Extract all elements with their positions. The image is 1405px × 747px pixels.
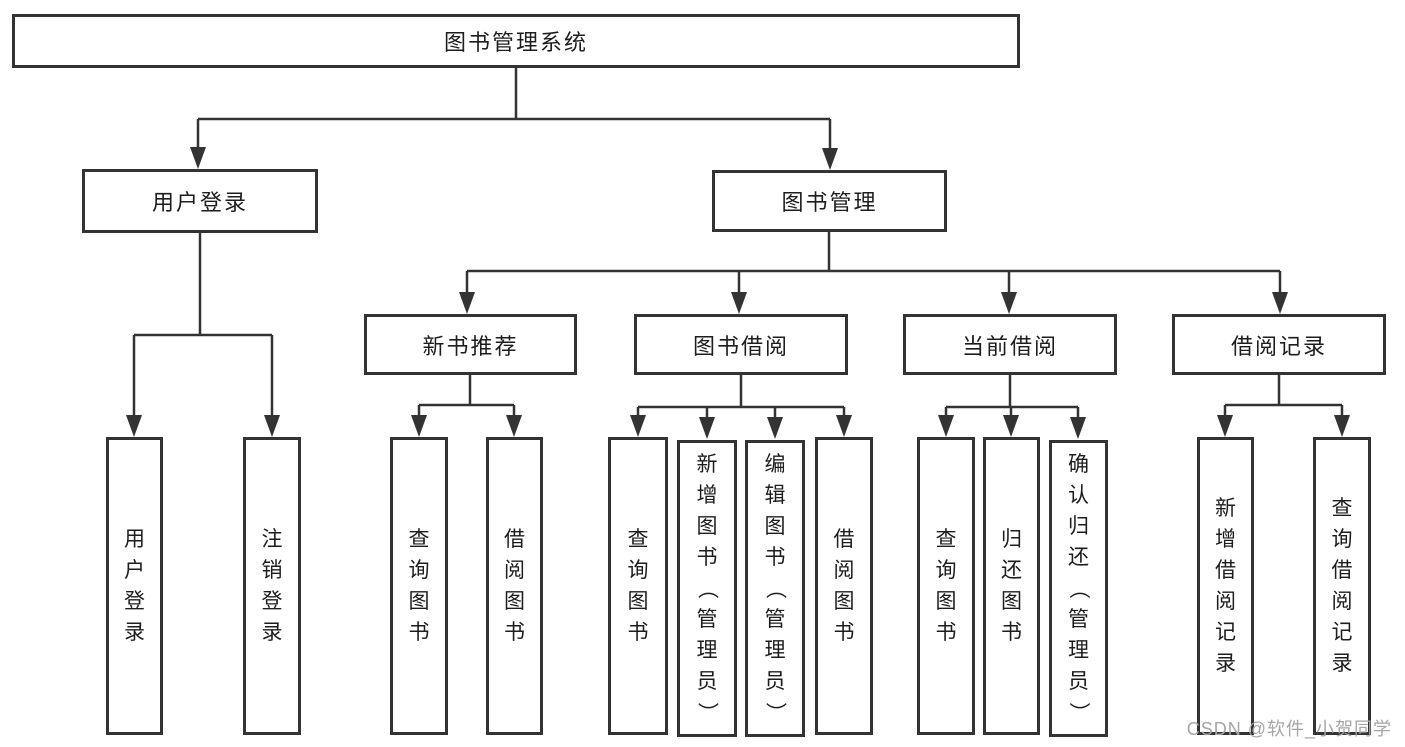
vertical-char: 图 [935, 590, 957, 613]
vertical-char: 增 [696, 484, 718, 507]
vertical-char: 阅 [504, 559, 525, 582]
vertical-char: 录 [124, 621, 145, 644]
vertical-char: 理 [696, 639, 718, 662]
vertical-char: 询 [627, 559, 649, 582]
vertical-char: 图 [504, 590, 525, 613]
node-book-management: 图书管理 [712, 170, 947, 232]
vertical-char: 书 [764, 546, 786, 569]
node-user-login: 用户登录 [82, 169, 318, 233]
node-book-borrow: 图书借阅 [634, 314, 848, 375]
node-current-borrow: 当前借阅 [903, 314, 1117, 375]
vertical-char: 查 [935, 528, 957, 551]
vertical-char: 书 [833, 621, 855, 644]
vertical-char: 图 [627, 590, 649, 613]
leaf-logout: 注销登录 [243, 437, 301, 735]
vertical-char: 图 [1001, 590, 1022, 613]
vertical-char: 图 [696, 515, 718, 538]
vertical-char: 登 [261, 590, 283, 613]
leaf-query-books-current: 查询图书 [917, 437, 975, 735]
node-borrow-records: 借阅记录 [1172, 314, 1386, 375]
vertical-char: 图 [764, 515, 786, 538]
leaf-query-books-recommend: 查询图书 [390, 437, 448, 735]
vertical-char: 新 [696, 453, 718, 476]
vertical-char: ） [695, 702, 719, 723]
vertical-char: 查 [627, 528, 649, 551]
vertical-char: 归 [1068, 515, 1089, 538]
vertical-char: 查 [1331, 497, 1353, 520]
leaf-query-books-borrow: 查询图书 [608, 437, 668, 735]
vertical-char: ） [1067, 702, 1090, 723]
vertical-char: 员 [696, 670, 718, 693]
leaf-query-borrow-record: 查询借阅记录 [1313, 437, 1371, 735]
vertical-char: 管 [696, 608, 718, 631]
vertical-char: 认 [1068, 484, 1089, 507]
leaf-return-book: 归还图书 [983, 437, 1040, 735]
leaf-edit-book-admin: 编辑图书 （ 管理员 ） [745, 440, 805, 737]
leaf-borrow-books-recommend: 借阅图书 [486, 437, 543, 735]
vertical-char: 借 [833, 528, 855, 551]
csdn-watermark: CSDN @软件_小贺同学 [1186, 719, 1392, 739]
node-new-book-recommend: 新书推荐 [364, 314, 577, 375]
vertical-char: 登 [124, 590, 145, 613]
vertical-char: （ [1067, 578, 1090, 599]
vertical-char: ） [763, 702, 787, 723]
vertical-char: 书 [1001, 621, 1022, 644]
vertical-char: 销 [261, 559, 283, 582]
vertical-char: 图 [833, 590, 855, 613]
vertical-char: （ [763, 578, 787, 599]
leaf-add-borrow-record: 新增借阅记录 [1197, 437, 1254, 735]
node-library-management-system: 图书管理系统 [12, 14, 1020, 68]
vertical-char: 录 [1331, 652, 1353, 675]
vertical-char: 辑 [764, 484, 786, 507]
leaf-user-login: 用户登录 [106, 437, 163, 735]
vertical-char: 管 [1068, 608, 1089, 631]
vertical-char: 记 [1331, 621, 1353, 644]
vertical-char: 理 [1068, 639, 1089, 662]
vertical-char: 询 [935, 559, 957, 582]
vertical-char: 询 [408, 559, 430, 582]
vertical-char: 录 [1215, 652, 1236, 675]
vertical-char: 录 [261, 621, 283, 644]
vertical-char: 书 [408, 621, 430, 644]
vertical-char: 借 [1215, 559, 1236, 582]
vertical-char: 记 [1215, 621, 1236, 644]
leaf-add-book-admin: 新增图书 （ 管理员 ） [677, 440, 737, 737]
vertical-char: 员 [764, 670, 786, 693]
vertical-char: 书 [696, 546, 718, 569]
vertical-char: 书 [504, 621, 525, 644]
vertical-char: 编 [764, 453, 786, 476]
vertical-char: 增 [1215, 528, 1236, 551]
vertical-char: 新 [1215, 497, 1236, 520]
vertical-char: 员 [1068, 670, 1089, 693]
vertical-char: 归 [1001, 528, 1022, 551]
vertical-char: 确 [1068, 453, 1089, 476]
vertical-char: 查 [408, 528, 430, 551]
vertical-char: 借 [1331, 559, 1353, 582]
leaf-borrow-books: 借阅图书 [815, 437, 873, 735]
vertical-char: 阅 [833, 559, 855, 582]
vertical-char: 书 [627, 621, 649, 644]
vertical-char: （ [695, 578, 719, 599]
vertical-char: 户 [124, 559, 145, 582]
vertical-char: 图 [408, 590, 430, 613]
vertical-char: 用 [124, 528, 145, 551]
vertical-char: 注 [261, 528, 283, 551]
vertical-char: 阅 [1215, 590, 1236, 613]
vertical-char: 阅 [1331, 590, 1353, 613]
vertical-char: 借 [504, 528, 525, 551]
vertical-char: 理 [764, 639, 786, 662]
vertical-char: 还 [1001, 559, 1022, 582]
vertical-char: 管 [764, 608, 786, 631]
vertical-char: 询 [1331, 528, 1353, 551]
vertical-char: 还 [1068, 546, 1089, 569]
vertical-char: 书 [935, 621, 957, 644]
leaf-confirm-return-admin: 确认归还 （ 管理员 ） [1049, 440, 1108, 737]
